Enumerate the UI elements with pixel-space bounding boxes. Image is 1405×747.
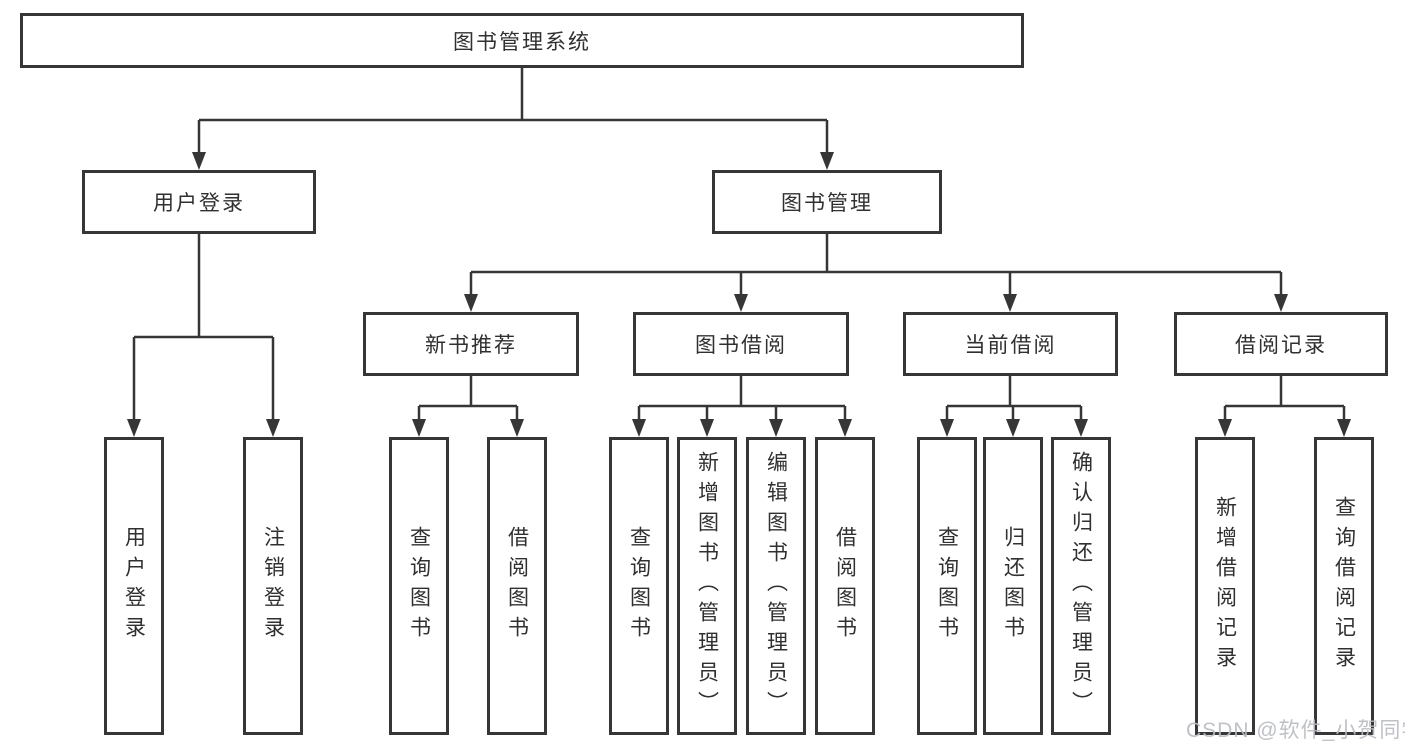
node-leaf-query-borrow-record: 查询借阅记录 — [1314, 437, 1374, 735]
node-leaf-query-books-borrowing: 查询图书 — [609, 437, 669, 735]
tree-edges — [132, 68, 1346, 420]
node-label: 当前借阅 — [964, 334, 1057, 357]
node-label: 用户登录 — [153, 192, 245, 215]
node-user-login-branch: 用户登录 — [82, 170, 316, 234]
node-label: 借阅图书 — [505, 526, 529, 646]
node-leaf-add-borrow-record: 新增借阅记录 — [1195, 437, 1255, 735]
node-leaf-user-login: 用户登录 — [104, 437, 164, 735]
node-leaf-return-books: 归还图书 — [983, 437, 1043, 735]
node-current-borrowing: 当前借阅 — [903, 312, 1118, 376]
node-label: 确认归还（管理员） — [1069, 451, 1093, 721]
node-book-borrowing: 图书借阅 — [633, 312, 849, 376]
node-leaf-edit-books-admin: 编辑图书（管理员） — [746, 437, 806, 735]
node-label: 编辑图书（管理员） — [764, 451, 788, 721]
node-label: 新书推荐 — [425, 334, 517, 357]
node-leaf-logout: 注销登录 — [243, 437, 303, 735]
node-book-management: 图书管理 — [712, 170, 942, 234]
node-leaf-query-books-recommend: 查询图书 — [389, 437, 449, 735]
node-label: 归还图书 — [1001, 526, 1025, 646]
node-label: 图书借阅 — [695, 334, 787, 357]
node-label: 查询借阅记录 — [1332, 496, 1356, 676]
node-borrowing-records: 借阅记录 — [1174, 312, 1388, 376]
node-leaf-borrow-books-recommend: 借阅图书 — [487, 437, 547, 735]
node-label: 用户登录 — [122, 526, 146, 646]
node-label: 图书管理系统 — [453, 30, 591, 54]
node-label: 查询图书 — [935, 526, 959, 646]
node-label: 查询图书 — [627, 526, 651, 646]
node-leaf-confirm-return-admin: 确认归还（管理员） — [1051, 437, 1111, 735]
node-leaf-borrow-books: 借阅图书 — [815, 437, 875, 735]
arrowheads — [127, 152, 1351, 437]
node-label: 新增借阅记录 — [1213, 496, 1237, 676]
node-leaf-add-books-admin: 新增图书（管理员） — [677, 437, 737, 735]
node-label: 图书管理 — [781, 192, 873, 215]
node-label: 查询图书 — [407, 526, 431, 646]
node-root-system: 图书管理系统 — [20, 13, 1024, 68]
node-label: 新增图书（管理员） — [695, 451, 719, 721]
node-label: 注销登录 — [261, 526, 285, 646]
node-label: 借阅图书 — [833, 526, 857, 646]
node-leaf-query-books-current: 查询图书 — [917, 437, 977, 735]
csdn-watermark: CSDN @软件_小贺同学 — [1186, 719, 1405, 742]
node-label: 借阅记录 — [1235, 334, 1327, 357]
node-new-book-recommend: 新书推荐 — [363, 312, 579, 376]
